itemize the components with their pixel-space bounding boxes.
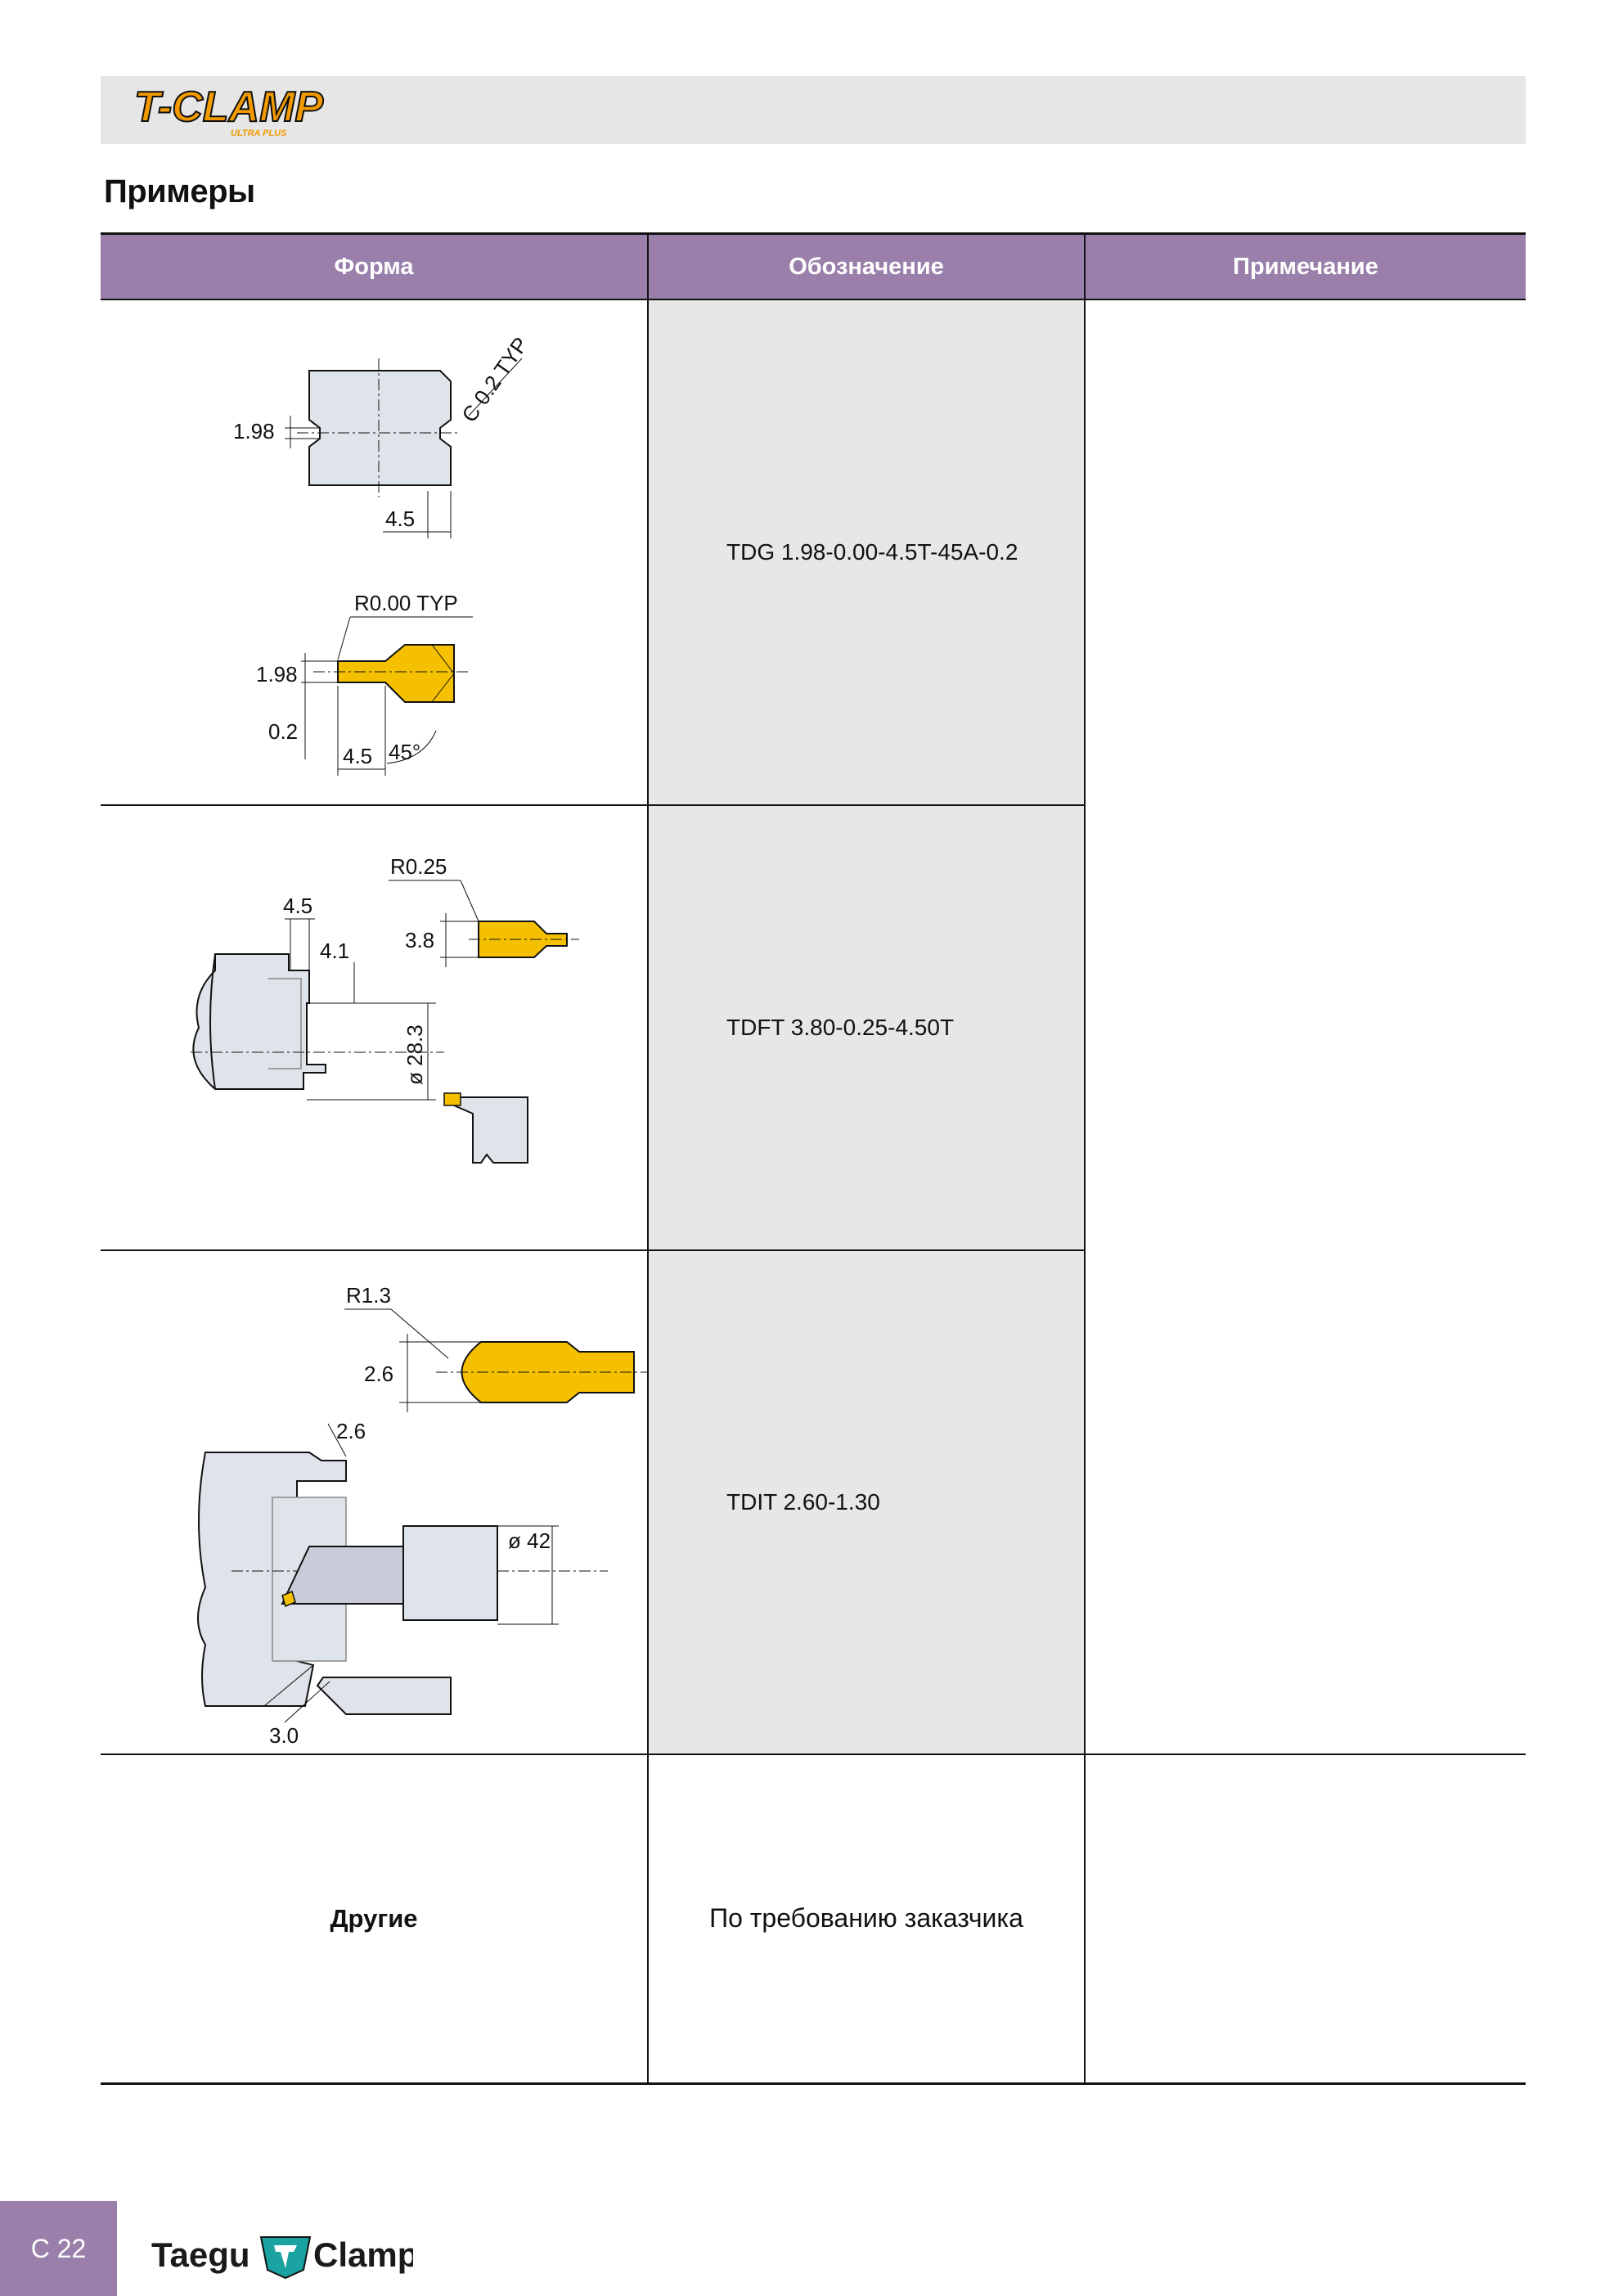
designation-cell: TDFT 3.80-0.25-4.50T [647,805,1085,1251]
dim-label: ø 42 [508,1528,551,1553]
page-title: Примеры [104,173,255,209]
dim-label: R1.3 [346,1283,391,1308]
table-row: Другие По требованию заказчика [101,1754,1526,2085]
tclamp-logo: T-CLAMP ULTRA PLUS [131,82,344,141]
designation-cell: TDIT 2.60-1.30 [647,1250,1085,1755]
dim-label: 4.1 [320,939,349,963]
column-header-note: Примечание [1084,232,1526,300]
column-header-shape: Форма [101,232,648,300]
other-shape-cell: Другие [101,1754,648,2085]
dim-label: 0.2 [268,719,298,744]
brand-right-text: Clamp [313,2235,413,2274]
column-header-designation: Обозначение [647,232,1085,300]
dim-label: 3.0 [269,1723,299,1748]
dim-label: ø 28.3 [402,1024,427,1085]
shape-drawing-cell: R1.3 2.6 [101,1250,648,1755]
dim-label: 2.6 [364,1362,393,1386]
table-row: R1.3 2.6 [101,1250,1526,1755]
header-band [101,76,1526,144]
groove-drawing-tdit: R1.3 2.6 [197,1283,648,1748]
page-number: C 22 [0,2201,117,2296]
table-header-row: Форма Обозначение Примечание [101,232,1526,300]
logo-subtext: ULTRA PLUS [231,128,287,138]
designation-text: TDIT 2.60-1.30 [726,1489,880,1515]
other-designation-cell: По требованию заказчика [647,1754,1085,2085]
dim-label: R0.25 [390,854,447,879]
dim-label: C 0.2 TYP [456,332,533,426]
dim-label: R0.00 TYP [354,591,458,615]
designation-cell: TDG 1.98-0.00-4.5T-45A-0.2 [647,299,1085,806]
dim-label: 1.98 [233,419,275,443]
groove-drawing-tdg: 1.98 C 0.2 TYP 4.5 R0.00 TYP [233,332,533,776]
note-cell [1084,1754,1526,2085]
dim-label: 2.6 [336,1419,366,1443]
dim-label: 45° [389,740,420,764]
designation-text: TDG 1.98-0.00-4.5T-45A-0.2 [726,539,1018,565]
dim-label: 4.5 [283,894,312,918]
shape-drawing-cell: R0.25 3.8 4.5 4.1 [101,805,648,1251]
table-row: 1.98 C 0.2 TYP 4.5 R0.00 TYP [101,299,1526,1755]
taegutec-logo: Taegu Clamp [151,2227,418,2285]
dim-label: 4.5 [385,506,415,531]
note-cell [1084,299,1526,1755]
dim-label: 1.98 [256,662,298,687]
designation-text: TDFT 3.80-0.25-4.50T [726,1015,955,1040]
brand-left-text: Taegu [151,2235,250,2274]
dim-label: 4.5 [343,744,372,768]
examples-table: Форма Обозначение Примечание [101,232,1526,2085]
groove-drawing-tdft: R0.25 3.8 4.5 4.1 [191,854,579,1164]
table-row: R0.25 3.8 4.5 4.1 [101,805,1526,1251]
logo-text: T-CLAMP [134,83,323,131]
dim-label: 3.8 [405,928,434,952]
shape-drawing-cell: 1.98 C 0.2 TYP 4.5 R0.00 TYP [101,299,648,806]
